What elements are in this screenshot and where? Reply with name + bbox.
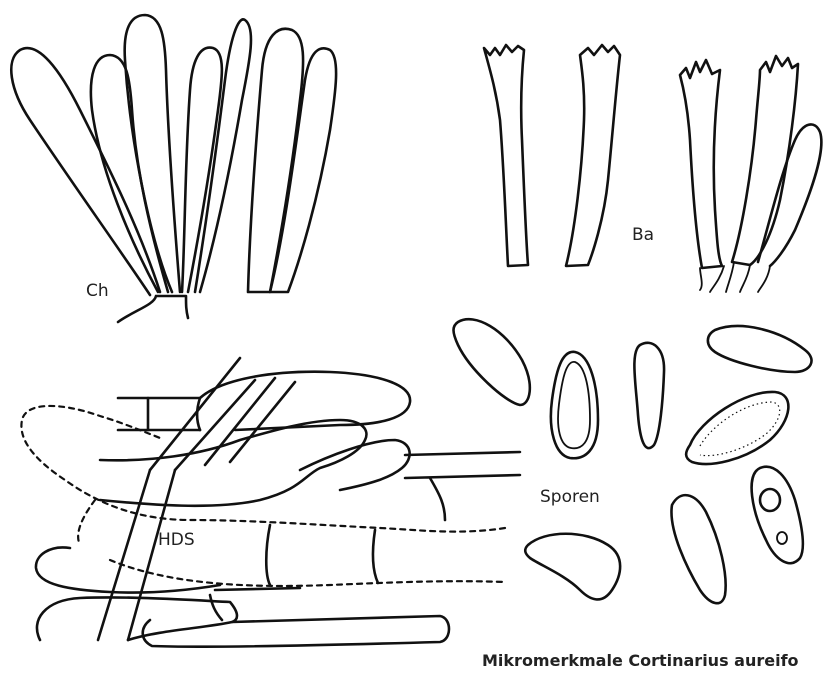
pileipellis-group: HDS [21,358,520,647]
spore-6 [671,495,725,603]
spore-4 [708,326,812,372]
spores-group: Sporen [454,319,812,603]
figure-caption: Mikromerkmale Cortinarius aureifo [482,651,799,670]
hypha-lower-left [36,547,220,592]
hypha-right-upper [405,452,520,520]
cheilocystidium-1 [11,48,160,295]
spore-8 [525,534,620,600]
basidia-group: Ba [484,45,821,292]
cheilocystidia-group: Ch [11,15,336,322]
hypha-septa-upper [148,398,200,430]
hypha-middle [100,420,366,506]
basidium-3 [680,60,722,268]
hypha-middle-2 [300,440,410,490]
spore-3 [634,343,664,448]
label-ch: Ch [86,281,109,301]
hypha-diagonal-2 [98,470,175,640]
spore-1 [454,319,530,405]
cheilocystidium-3 [125,15,180,292]
basidium-1 [484,45,528,266]
cheilocystidium-5 [195,19,251,292]
hypha-bottom-2 [143,616,449,647]
label-ba: Ba [632,225,654,245]
hypha-bottom-3 [210,588,300,620]
label-hds: HDS [158,530,195,550]
cheilocystidium-7 [270,48,336,292]
spore-2 [551,352,598,458]
hypha-lower-right [266,525,378,585]
hds-dashed-outline [21,406,505,532]
spore-5 [686,392,788,464]
cheilocystidium-2 [91,55,168,292]
basidium-2 [566,45,620,266]
spore-7 [752,467,803,563]
cheilocystidia-base [118,296,188,322]
label-sporen: Sporen [540,487,600,507]
hds-dashed-lower [78,500,505,586]
